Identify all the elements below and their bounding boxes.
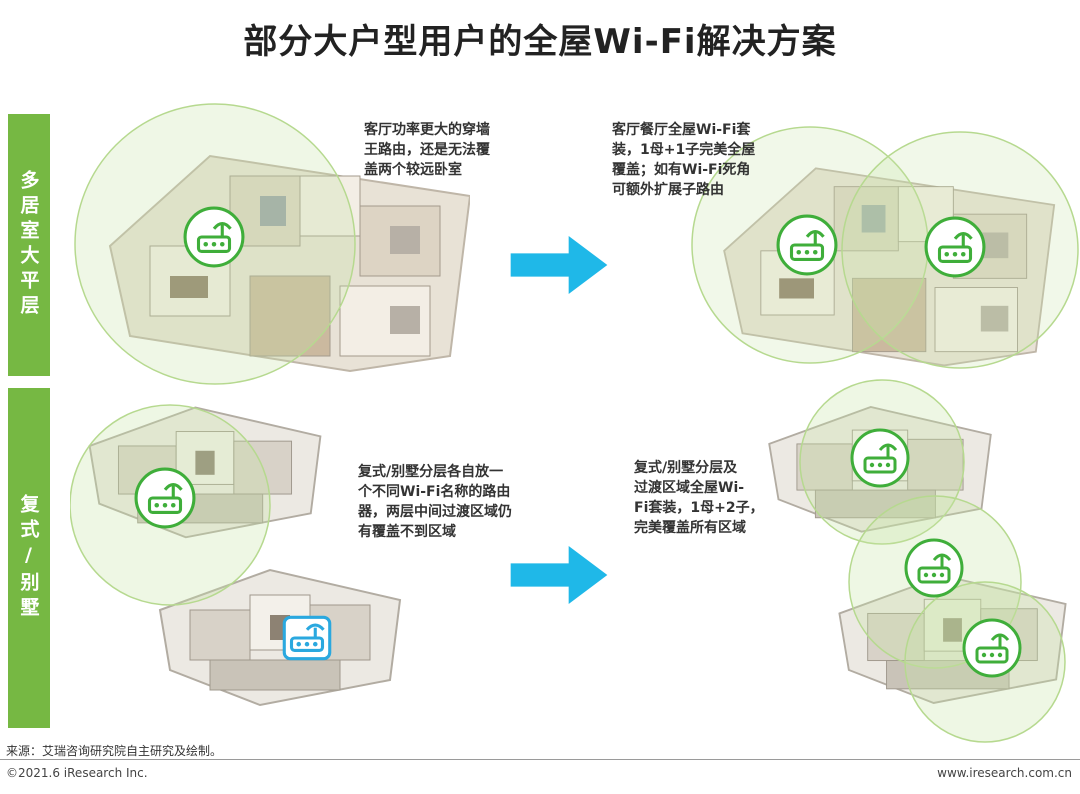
- row-label-villa: 复式/别墅: [8, 388, 50, 728]
- wifi-router-icon: [850, 428, 910, 488]
- villa-before-description: 复式/别墅分层各自放一 个不同Wi-Fi名称的路由 器，两层中间过渡区域仍 有覆…: [358, 464, 512, 540]
- villa-after-description: 复式/别墅分层及 过渡区域全屋Wi- Fi套装，1母+2子， 完美覆盖所有区域: [634, 460, 764, 536]
- row-label-flat: 多居室大平层: [8, 114, 50, 376]
- right-arrow-icon: [510, 236, 608, 294]
- flat-before-description: 客厅功率更大的穿墙 王路由，还是无法覆 盖两个较远卧室: [364, 122, 490, 178]
- wifi-router-icon: [962, 618, 1022, 678]
- source-note: 来源：艾瑞咨询研究院自主研究及绘制。: [6, 744, 223, 758]
- wifi-router-icon: [924, 216, 986, 278]
- villa-before-scene: [70, 404, 402, 707]
- wifi-router-icon: [282, 615, 332, 661]
- wifi-router-icon: [134, 467, 196, 529]
- wifi-router-icon: [904, 538, 964, 598]
- flat-after-description: 客厅餐厅全屋Wi-Fi套 装，1母+1子完美全屋 覆盖；如有Wi-Fi死角 可额…: [612, 122, 756, 198]
- wifi-router-icon: [183, 206, 245, 268]
- flat-before-scene: [74, 103, 470, 385]
- right-arrow-icon: [510, 546, 608, 604]
- villa-after-scene: [768, 379, 1067, 743]
- flat-after-scene: [691, 126, 1079, 369]
- footer-divider: [0, 759, 1080, 760]
- page-title: 部分大户型用户的全屋Wi-Fi解决方案: [243, 22, 837, 62]
- copyright: ©2021.6 iResearch Inc.: [6, 766, 148, 780]
- wifi-router-icon: [776, 214, 838, 276]
- website-link[interactable]: www.iresearch.com.cn: [937, 766, 1072, 780]
